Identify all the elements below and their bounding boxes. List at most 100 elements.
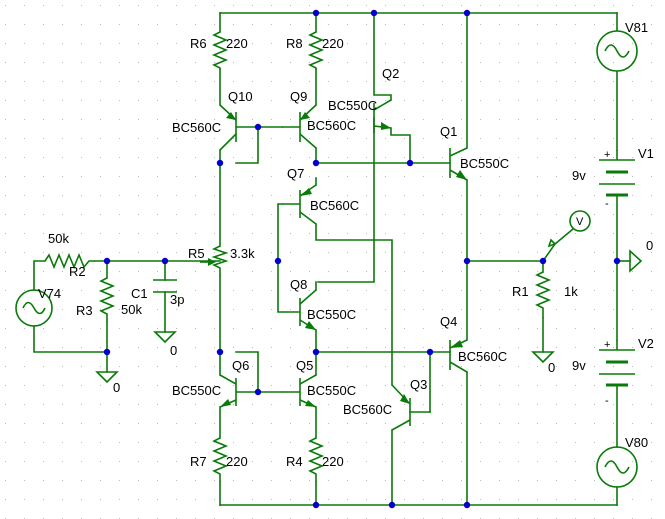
grid-dot xyxy=(537,81,538,82)
grid-dot xyxy=(309,100,310,101)
grid-dot xyxy=(119,290,120,291)
grid-dot xyxy=(651,442,652,443)
grid-dot xyxy=(480,271,481,272)
grid-dot xyxy=(176,62,177,63)
grid-dot xyxy=(537,385,538,386)
grid-dot xyxy=(594,252,595,253)
grid-dot xyxy=(461,81,462,82)
grid-dot xyxy=(233,62,234,63)
grid-dot xyxy=(62,138,63,139)
grid-dot xyxy=(423,5,424,6)
grid-dot xyxy=(5,271,6,272)
label-r3-value: 50k xyxy=(121,302,142,317)
grid-dot xyxy=(442,423,443,424)
grid-dot xyxy=(100,480,101,481)
grid-dot xyxy=(214,214,215,215)
grid-dot xyxy=(157,119,158,120)
grid-dot xyxy=(442,176,443,177)
grid-dot xyxy=(62,328,63,329)
grid-dot xyxy=(404,347,405,348)
grid-dot xyxy=(252,157,253,158)
grid-dot xyxy=(5,5,6,6)
grid-dot xyxy=(290,385,291,386)
grid-dot xyxy=(119,100,120,101)
grid-dot xyxy=(81,404,82,405)
label-q1-type: BC550C xyxy=(460,156,509,171)
grid-dot xyxy=(81,423,82,424)
grid-dot xyxy=(214,309,215,310)
grid-dot xyxy=(271,214,272,215)
grid-dot xyxy=(290,100,291,101)
grid-dot xyxy=(651,347,652,348)
grid-dot xyxy=(271,404,272,405)
grid-dot xyxy=(347,290,348,291)
grid-dot xyxy=(195,423,196,424)
grid-dot xyxy=(157,290,158,291)
grid-dot xyxy=(328,366,329,367)
grid-dot xyxy=(252,290,253,291)
grid-dot xyxy=(594,100,595,101)
grid-dot xyxy=(81,62,82,63)
grid-dot xyxy=(24,100,25,101)
grid-dot xyxy=(575,347,576,348)
grid-dot xyxy=(499,176,500,177)
grid-dot xyxy=(518,404,519,405)
grid-dot xyxy=(290,461,291,462)
grid-dot xyxy=(537,252,538,253)
grid-dot xyxy=(271,24,272,25)
grid-dot xyxy=(309,214,310,215)
grid-dot xyxy=(62,347,63,348)
grid-dot xyxy=(366,461,367,462)
grid-dot xyxy=(537,157,538,158)
grid-dot xyxy=(252,195,253,196)
grid-dot xyxy=(43,195,44,196)
grid-dot xyxy=(385,214,386,215)
grid-dot xyxy=(43,119,44,120)
grid-dot xyxy=(195,119,196,120)
grid-dot xyxy=(518,499,519,500)
grid-dot xyxy=(328,138,329,139)
grid-dot xyxy=(100,5,101,6)
grid-dot xyxy=(81,24,82,25)
grid-dot xyxy=(423,62,424,63)
grid-dot xyxy=(404,43,405,44)
grid-dot xyxy=(442,366,443,367)
grid-dot xyxy=(157,43,158,44)
grid-dot xyxy=(613,233,614,234)
grid-dot xyxy=(556,176,557,177)
grid-dot xyxy=(594,480,595,481)
grid-dot xyxy=(119,233,120,234)
grid-dot xyxy=(575,43,576,44)
label-v1-minus: - xyxy=(605,198,609,210)
grid-dot xyxy=(347,176,348,177)
resistor-r7 xyxy=(211,437,229,482)
grid-dot xyxy=(5,176,6,177)
grid-dot xyxy=(575,24,576,25)
grid-dot xyxy=(214,385,215,386)
grid-dot xyxy=(385,138,386,139)
grid-dot xyxy=(309,119,310,120)
grid-dot xyxy=(404,62,405,63)
grid-dot xyxy=(556,290,557,291)
grid-dot xyxy=(537,442,538,443)
grid-dot xyxy=(5,423,6,424)
grid-dot xyxy=(518,252,519,253)
grid-dot xyxy=(613,119,614,120)
grid-dot xyxy=(119,480,120,481)
grid-dot xyxy=(328,404,329,405)
grid-dot xyxy=(347,385,348,386)
label-v74: V74 xyxy=(38,286,61,301)
grid-dot xyxy=(442,100,443,101)
grid-dot xyxy=(309,385,310,386)
label-q5-type: BC550C xyxy=(307,383,356,398)
ac-source-v74 xyxy=(15,289,53,327)
grid-dot xyxy=(43,442,44,443)
grid-dot xyxy=(176,138,177,139)
grid-dot xyxy=(81,81,82,82)
grid-dot xyxy=(366,252,367,253)
grid-dot xyxy=(81,176,82,177)
grid-dot xyxy=(385,252,386,253)
grid-dot xyxy=(176,442,177,443)
grid-dot xyxy=(613,43,614,44)
grid-dot xyxy=(632,347,633,348)
